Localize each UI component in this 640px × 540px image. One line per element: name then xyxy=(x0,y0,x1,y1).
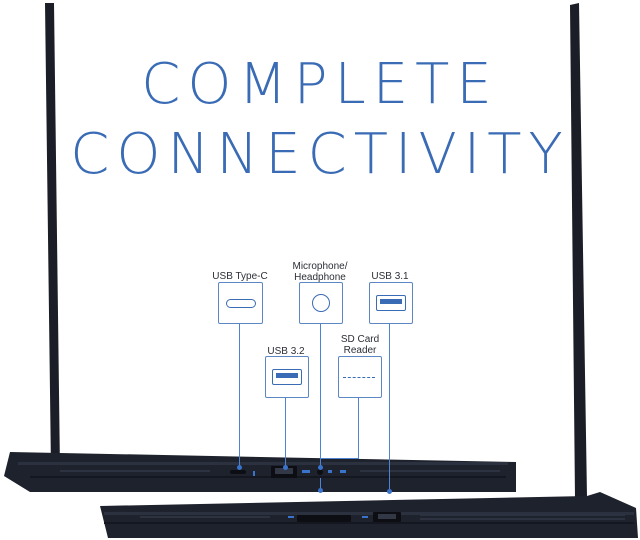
mic-headphone-label-line2: Headphone xyxy=(294,272,346,283)
headline-line-2: CONNECTIVITY xyxy=(70,122,570,187)
sd-card-label: SD Card Reader xyxy=(330,334,390,356)
mic-headphone-label-line1: Microphone/ xyxy=(292,261,348,272)
headline-line-1: COMPLETE xyxy=(141,52,499,117)
audio-jack-port-dot xyxy=(318,465,323,470)
usb-31-label: USB 3.1 xyxy=(371,271,409,282)
mic-headphone-label: Microphone/ Headphone xyxy=(282,261,358,283)
sd-card-label-line1: SD Card xyxy=(340,334,380,345)
audio-jack-connector-line xyxy=(320,323,321,468)
usb-32-label: USB 3.2 xyxy=(267,346,305,357)
sd-card-port-dot xyxy=(318,488,323,493)
usb-type-c-connector-line xyxy=(239,323,240,468)
usb-type-c-label: USB Type-C xyxy=(212,271,268,282)
usb-32-port-dot xyxy=(283,465,288,470)
usb-31-port-dot xyxy=(387,489,392,494)
sd-card-connector-line-horizontal xyxy=(320,458,359,459)
front-laptop-lid xyxy=(45,3,60,470)
usb-type-c-icon xyxy=(218,282,263,324)
usb-31-connector-line xyxy=(389,323,390,493)
sd-card-connector-line-vertical xyxy=(358,397,359,459)
sd-card-connector-line-lower xyxy=(320,478,321,491)
sd-card-label-line2: Reader xyxy=(343,345,377,356)
back-laptop-lid xyxy=(570,3,587,499)
usb-32-icon xyxy=(265,356,309,398)
sd-card-icon xyxy=(338,356,382,398)
usb-type-c-port-dot xyxy=(237,465,242,470)
usb-32-connector-line xyxy=(285,397,286,468)
audio-jack-icon xyxy=(299,282,343,324)
usb-31-icon xyxy=(369,282,413,324)
